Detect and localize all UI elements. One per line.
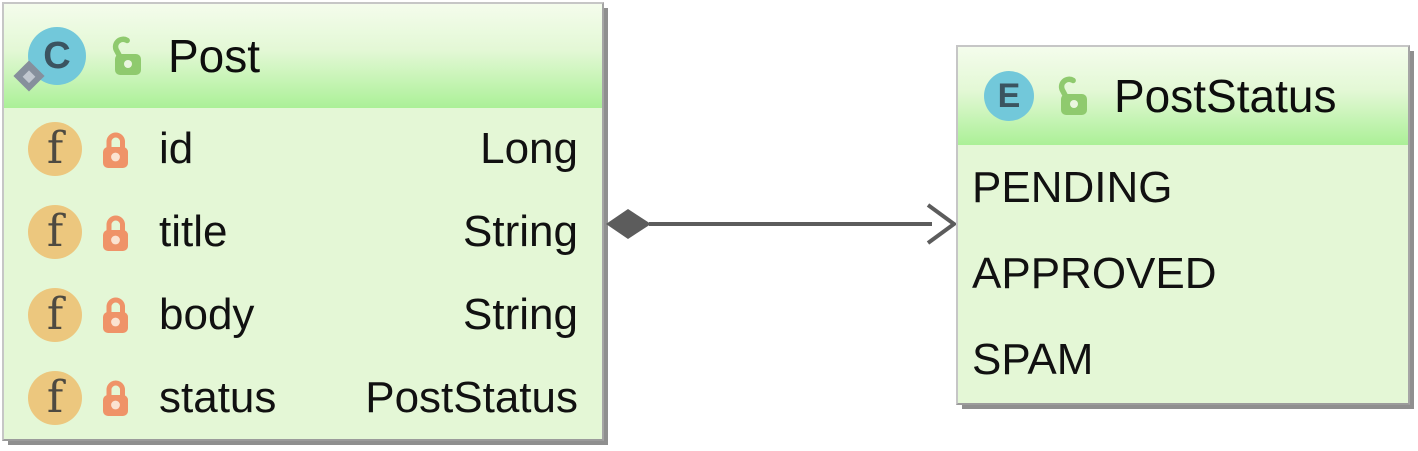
enum-value-label: PENDING xyxy=(972,163,1173,212)
field-icon: f xyxy=(28,287,82,342)
lock-open-icon xyxy=(106,34,144,78)
enum-node-poststatus-header[interactable]: E PostStatus xyxy=(958,47,1408,145)
lock-closed-icon xyxy=(100,377,131,418)
field-name: status xyxy=(159,372,277,422)
diamond-badge-icon xyxy=(13,60,45,92)
composition-edge[interactable] xyxy=(604,196,958,252)
field-name: id xyxy=(159,124,194,174)
class-icon-letter: C xyxy=(43,34,71,77)
enum-value-label: SPAM xyxy=(972,335,1094,384)
enum-title: PostStatus xyxy=(1114,70,1337,122)
enum-value-pending[interactable]: PENDING xyxy=(958,145,1408,231)
lock-closed-icon xyxy=(100,212,131,253)
enum-value-spam[interactable]: SPAM xyxy=(958,317,1408,403)
class-icon: C xyxy=(13,27,86,92)
enum-value-list: PENDING APPROVED SPAM xyxy=(958,145,1408,403)
lock-closed-icon xyxy=(100,129,131,170)
field-icon: f xyxy=(28,370,82,425)
field-name: title xyxy=(159,207,228,257)
class-field-list: f id Long f xyxy=(4,108,602,439)
enum-node-poststatus[interactable]: E PostStatus PENDING APPROVED SPAM xyxy=(956,45,1410,405)
class-node-post-header[interactable]: C Post xyxy=(4,4,602,108)
class-title: Post xyxy=(168,30,261,82)
open-arrowhead-marker xyxy=(926,203,958,245)
field-type: String xyxy=(463,289,578,339)
field-name: body xyxy=(159,289,255,339)
field-type: PostStatus xyxy=(365,372,578,422)
enum-value-approved[interactable]: APPROVED xyxy=(958,231,1408,317)
filled-diamond-marker xyxy=(606,209,651,239)
field-icon: f xyxy=(28,205,82,260)
field-row-body[interactable]: f body String xyxy=(4,274,602,357)
enum-icon-letter: E xyxy=(997,76,1021,115)
enum-icon: E xyxy=(984,71,1034,121)
field-icon: f xyxy=(28,122,82,177)
lock-open-icon xyxy=(1052,74,1090,118)
lock-closed-icon xyxy=(100,294,131,335)
field-type: Long xyxy=(480,124,578,174)
field-row-status[interactable]: f status PostStatus xyxy=(4,356,602,439)
class-node-post[interactable]: C Post f xyxy=(2,2,604,441)
field-row-id[interactable]: f id Long xyxy=(4,108,602,191)
enum-value-label: APPROVED xyxy=(972,249,1217,298)
field-row-title[interactable]: f title String xyxy=(4,191,602,274)
field-type: String xyxy=(463,207,578,257)
